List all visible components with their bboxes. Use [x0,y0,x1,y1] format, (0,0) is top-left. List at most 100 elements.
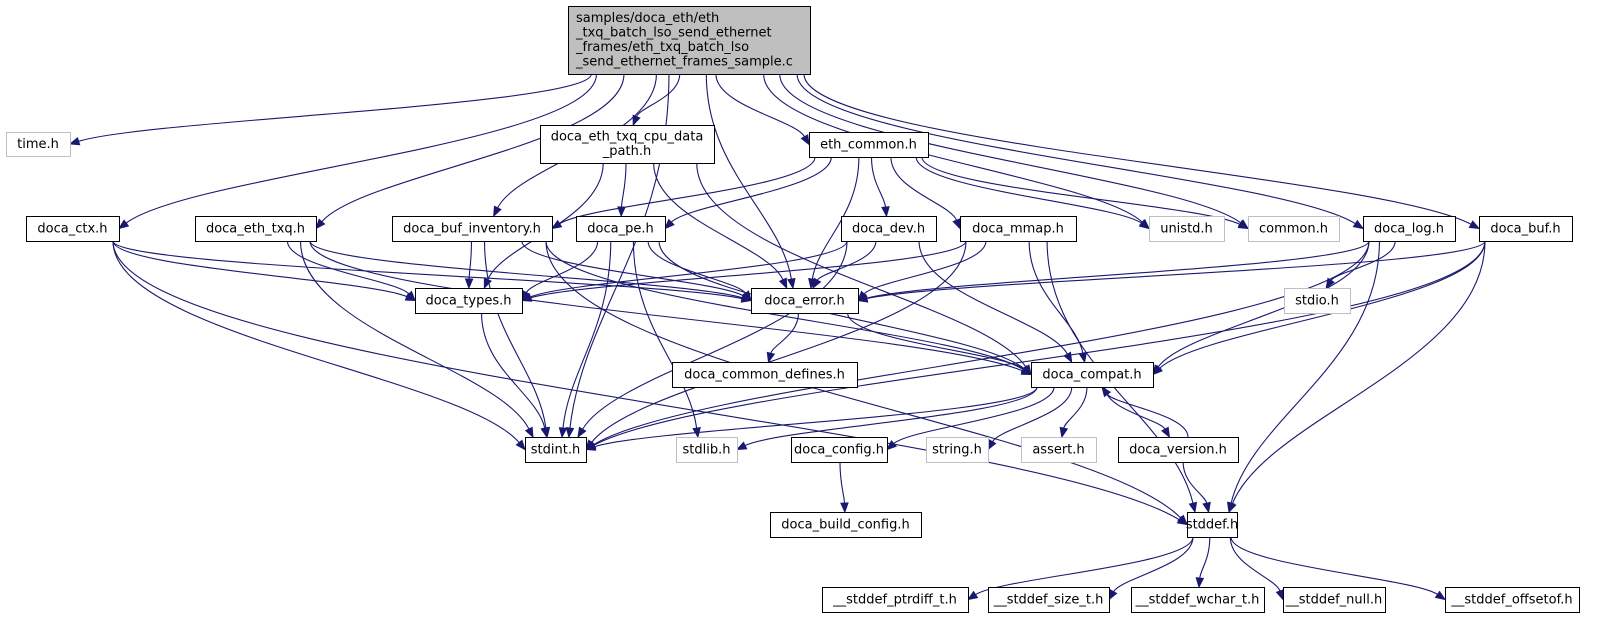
node-common-h[interactable]: common.h [1248,216,1340,242]
edge-doca-compat-h-to-stdint-h [594,386,1038,448]
edge-doca-compat-h-to-doca-config-h [893,386,1055,445]
edge-doca-eth-txq-h-to-stdint-h [299,240,530,430]
node-string-h[interactable]: string.h [926,437,989,463]
node-unistd-h[interactable]: unistd.h [1149,216,1225,242]
node-box [841,216,937,242]
node-label: doca_buf_inventory.h [403,221,541,236]
node-doca-log-h[interactable]: doca_log.h [1363,216,1456,242]
node-stddef-ptrdiff-t-h[interactable]: __stddef_ptrdiff_t.h [822,587,969,613]
node-box [415,288,523,314]
node-box [960,216,1077,242]
node-label: _send_ethernet_frames_sample.c [575,55,793,70]
node-label: doca_dev.h [852,221,925,236]
node-label: stdio.h [1295,293,1339,308]
edge-doca-eth-txq-h-to-doca-types-h [286,240,410,295]
arrowhead-icon [881,206,890,218]
node-box [1031,362,1154,388]
edge-doca-buf-h-to-stdint-h [593,240,1486,446]
arrowhead-icon [1237,220,1250,230]
node-assert-h[interactable]: assert.h [1021,437,1097,463]
node-stddef-size-t-h[interactable]: __stddef_size_t.h [988,587,1110,613]
node-stdint-h[interactable]: stdint.h [525,437,587,463]
node-label: doca_version.h [1129,442,1227,457]
node-doca-buf-inventory-h[interactable]: doca_buf_inventory.h [392,216,553,242]
edge-eth-common-h-to-doca-pe-h [670,156,832,223]
node-box [576,216,666,242]
arrowhead-icon [987,439,997,451]
arrowhead-icon [1152,364,1163,376]
node-doca-eth-txq-cpu-data-path-h[interactable]: doca_eth_txq_cpu_data_path.h [540,125,715,164]
arrowhead-icon [515,439,526,451]
node-label: common.h [1259,221,1328,236]
arrowhead-icon [1161,426,1171,439]
edge-eth-common-h-to-doca-error-h [811,156,860,280]
node-doca-ctx-h[interactable]: doca_ctx.h [26,216,120,242]
node-stddef-wchar-t-h[interactable]: __stddef_wchar_t.h [1131,587,1265,613]
node-doca-eth-txq-h[interactable]: doca_eth_txq.h [195,216,317,242]
node-label: stdlib.h [683,442,731,457]
arrowhead-icon [1468,220,1481,230]
edge-doca-ctx-h-to-doca-types-h [112,240,408,298]
node-label: stdint.h [531,442,580,457]
node-stdlib-h[interactable]: stdlib.h [676,437,738,463]
node-doca-config-h[interactable]: doca_config.h [791,437,888,463]
node-stddef-offsetof-h[interactable]: __stddef_offsetof.h [1445,587,1580,613]
node-label: eth_common.h [820,137,917,152]
node-time-h[interactable]: time.h [6,132,71,157]
edge-doca-buf-h-to-doca-error-h [866,240,1486,300]
edge-doca-pe-h-to-doca-types-h [525,240,599,293]
edge-root-to-doca-error-h [705,73,792,280]
node-box [809,132,929,158]
edge-eth-common-h-to-doca-dev-h [870,156,887,208]
node-doca-compat-h[interactable]: doca_compat.h [1031,362,1154,388]
node-box [1445,587,1580,613]
edge-stddef-h-to-stddef-offsetof-h [1230,536,1438,595]
arrowhead-icon [1188,501,1198,514]
edge-doca-eth-txq-h-to-doca-error-h [309,240,743,299]
edge-doca-eth-txq-cpu-data-path-h-to-doca-pe-h [620,162,627,208]
node-stdio-h[interactable]: stdio.h [1284,288,1351,314]
edge-doca-error-h-to-doca-compat-h [847,312,1025,370]
node-label: __stddef_ptrdiff_t.h [832,592,957,607]
node-doca-buf-h[interactable]: doca_buf.h [1479,216,1573,242]
nodes-layer: samples/doca_eth/eth_txq_batch_lso_send_… [6,6,1580,613]
edge-doca-eth-txq-cpu-data-path-h-to-doca-error-h [653,162,784,281]
edge-doca-compat-h-to-assert-h [1063,386,1088,429]
node-box [822,587,969,613]
node-box [791,437,888,463]
node-label: __stddef_size_t.h [993,592,1104,607]
arrowhead-icon [1202,501,1211,514]
node-box [1284,288,1351,314]
node-box [1479,216,1573,242]
edge-doca-dev-h-to-doca-compat-h [918,240,1068,355]
node-box [672,362,858,388]
node-doca-mmap-h[interactable]: doca_mmap.h [960,216,1077,242]
node-label: doca_config.h [794,442,884,457]
edge-root-to-doca-log-h [796,73,1356,225]
node-doca-build-config-h[interactable]: doca_build_config.h [770,512,922,538]
node-doca-version-h[interactable]: doca_version.h [1118,437,1239,463]
node-eth-common-h[interactable]: eth_common.h [809,132,929,158]
edge-doca-log-h-to-stddef-h [1230,240,1380,504]
node-doca-pe-h[interactable]: doca_pe.h [576,216,666,242]
node-label: _frames/eth_txq_batch_lso [575,40,749,55]
arrowhead-icon [405,290,416,302]
node-doca-types-h[interactable]: doca_types.h [415,288,523,314]
node-doca-error-h[interactable]: doca_error.h [751,288,859,314]
arrowhead-icon [766,351,776,364]
arrowhead-icon [540,426,549,439]
node-label: stddef.h [1186,517,1238,532]
node-doca-common-defines-h[interactable]: doca_common_defines.h [672,362,858,388]
edge-doca-compat-h-to-string-h [992,386,1073,443]
node-root[interactable]: samples/doca_eth/eth_txq_batch_lso_send_… [568,6,811,75]
node-box [1187,512,1238,538]
edge-root-to-doca-buf-h [803,73,1472,225]
edge-root-to-doca-eth-txq-h [321,73,625,223]
arrowhead-icon [1325,277,1335,290]
node-doca-dev-h[interactable]: doca_dev.h [841,216,937,242]
node-stddef-null-h[interactable]: __stddef_null.h [1283,587,1386,613]
arrowhead-icon [577,426,587,439]
node-stddef-h[interactable]: stddef.h [1186,512,1238,538]
node-box [1283,587,1386,613]
arrowhead-icon [800,134,810,146]
